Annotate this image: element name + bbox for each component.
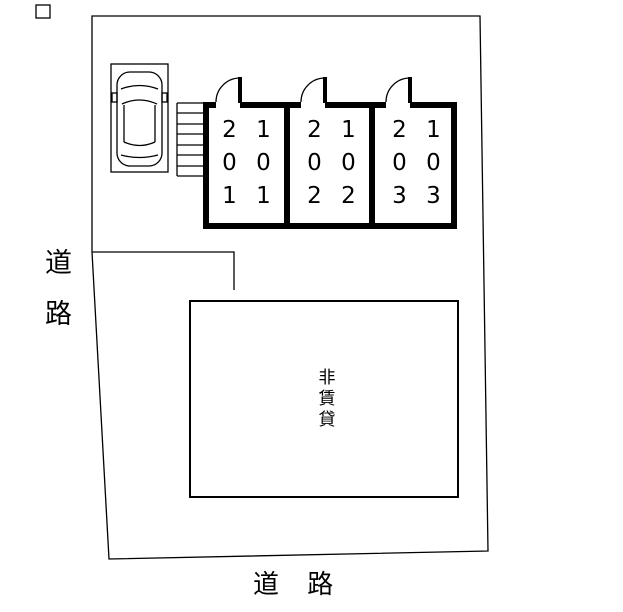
road-label-bottom: 道 路 [253, 570, 344, 600]
building-outline [203, 102, 457, 229]
boundary-marker-icon [35, 4, 51, 19]
unit-2-label: 202 102 [292, 106, 370, 226]
parking-stall [110, 63, 169, 173]
room-number-2f: 201 [216, 116, 243, 216]
road-label-left-text: 道路 [40, 248, 71, 350]
door-icon-unit-3 [385, 77, 412, 103]
door-icon-unit-2 [300, 77, 327, 103]
non-rental-block [189, 300, 459, 498]
door-icon-unit-1 [215, 77, 242, 103]
road-label-left: 道路 [40, 248, 71, 354]
non-rental-label-box: 非賃貸 [190, 301, 458, 497]
unit-1-label: 201 101 [207, 106, 285, 226]
room-number-2f: 203 [386, 116, 413, 216]
boundary-step-line [92, 251, 235, 290]
door-openings [216, 101, 410, 109]
non-rental-label: 非賃貸 [314, 367, 335, 431]
room-number-1f: 103 [420, 116, 447, 216]
room-number-2f: 202 [301, 116, 328, 216]
staircase-icon [176, 102, 203, 177]
site-boundary [91, 15, 489, 560]
room-number-1f: 102 [335, 116, 362, 216]
unit-3-label: 203 103 [377, 106, 455, 226]
car-icon [111, 71, 168, 167]
room-number-1f: 101 [250, 116, 277, 216]
